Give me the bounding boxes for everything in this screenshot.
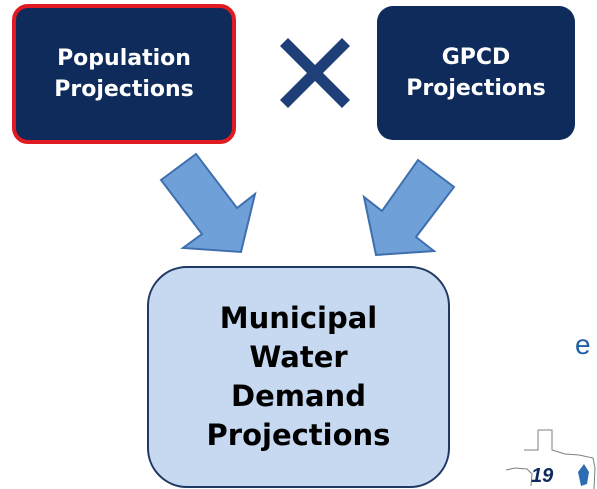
municipal-water-demand-projections-label: Municipal Water Demand Projections [206,301,391,452]
gpcd-projections-label: GPCD Projections [406,45,546,101]
municipal-water-demand-projections-box: Municipal Water Demand Projections [147,266,450,488]
arrow-down-icon-right [362,158,456,257]
population-projections-label: Population Projections [54,46,194,102]
times-icon [280,38,350,108]
clipped-side-text: e [575,329,591,360]
population-projections-box: Population Projections [12,4,236,144]
logo-number: 19 [531,465,554,487]
texas-outline-icon [505,429,596,489]
arrow-down-icon-left [159,152,257,254]
gpcd-projections-box: GPCD Projections [377,6,575,140]
